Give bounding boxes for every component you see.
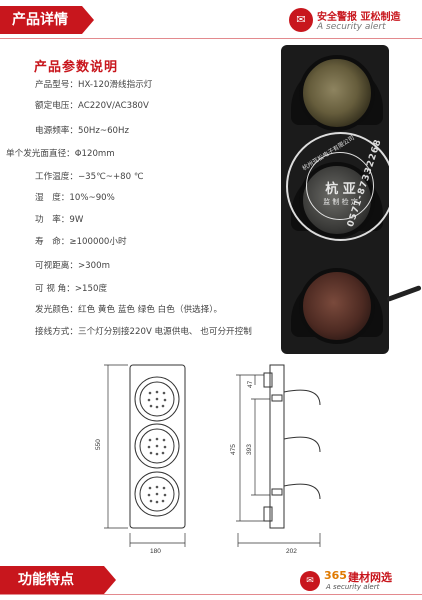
spec-key: 功 率： bbox=[35, 215, 70, 225]
spec-key: 发光颜色： bbox=[35, 305, 78, 315]
yellow-lens bbox=[299, 55, 375, 131]
front-panel bbox=[129, 364, 186, 529]
dim-height-total: 550 bbox=[95, 439, 102, 450]
seal-inner-ring bbox=[306, 152, 374, 220]
mount-bracket bbox=[263, 372, 273, 388]
spec-row: 发光颜色：红色 黄色 蓝色 绿色 白色（供选择）。 bbox=[35, 303, 222, 315]
brand-logo-block: ✉ 安全警报 亚松制造 A security alert bbox=[289, 6, 414, 36]
spec-key: 工作温度： bbox=[35, 172, 78, 182]
side-view bbox=[263, 364, 321, 529]
spec-row: 电源频率：50Hz~60Hz bbox=[35, 124, 129, 136]
section-title: 产品参数说明 bbox=[34, 60, 119, 75]
spec-value: AC220V/AC380V bbox=[77, 101, 149, 111]
shield-icon: ✉ bbox=[300, 571, 320, 591]
seal-sub: 监 制 检 定 bbox=[323, 198, 358, 206]
spec-row: 湿 度：10%~90% bbox=[35, 191, 115, 203]
spec-key: 电源频率： bbox=[35, 126, 78, 136]
power-cable bbox=[386, 284, 422, 303]
spec-value: 9W bbox=[69, 215, 84, 225]
front-view bbox=[129, 364, 186, 529]
spec-row: 产品型号：HX-120滑线指示灯 bbox=[35, 78, 152, 90]
red-lens bbox=[299, 268, 375, 344]
spec-key: 单个发光面直径： bbox=[6, 149, 75, 159]
footer-tab: 功能特点 bbox=[0, 566, 116, 594]
dim-offset-top: 47 bbox=[247, 380, 254, 388]
header-tab: 产品详情 bbox=[0, 6, 94, 34]
spec-value: ≥100000小时 bbox=[69, 237, 127, 247]
spec-row: 工作温度：−35℃~+80 ℃ bbox=[35, 170, 144, 182]
spec-value: >300m bbox=[77, 261, 110, 271]
dot-pattern bbox=[147, 390, 167, 504]
spec-key: 接线方式： bbox=[35, 327, 78, 337]
front-dimensions bbox=[104, 364, 186, 547]
visor-top bbox=[283, 389, 321, 406]
spec-row: 寿 命：≥100000小时 bbox=[35, 235, 127, 247]
spec-value: Φ120mm bbox=[74, 149, 115, 159]
dim-width-front: 180 bbox=[150, 548, 161, 555]
spec-value: HX-120滑线指示灯 bbox=[77, 80, 153, 90]
spec-key: 湿 度： bbox=[35, 193, 70, 203]
shield-icon: ✉ bbox=[289, 8, 313, 32]
spec-key: 寿 命： bbox=[35, 237, 70, 247]
brand-name: 安全警报 亚松制造 bbox=[317, 12, 401, 23]
spec-row: 可视距离：>300m bbox=[35, 259, 110, 271]
spec-row: 可 视 角：>150度 bbox=[35, 282, 107, 294]
spec-row: 单个发光面直径：Φ120mm bbox=[6, 147, 115, 159]
footer-brand-block: ✉ 365 建材网选 A security alert bbox=[300, 569, 422, 595]
footer-brand-site: 建材网选 bbox=[348, 571, 392, 584]
footer-divider bbox=[0, 594, 422, 595]
lamp-circle-top bbox=[134, 376, 180, 422]
spec-key: 可视距离： bbox=[35, 261, 78, 271]
spec-value: −35℃~+80 ℃ bbox=[77, 172, 144, 182]
spec-value: 50Hz~60Hz bbox=[77, 126, 130, 136]
spec-key: 产品型号： bbox=[35, 80, 78, 90]
spec-key: 可 视 角： bbox=[35, 284, 75, 294]
spec-row: 额定电压：AC220V/AC380V bbox=[35, 99, 149, 111]
dim-height-side: 475 bbox=[230, 444, 237, 455]
spec-row: 接线方式：三个灯分别接220V 电源供电、 也可分开控制 bbox=[35, 325, 252, 337]
visor-middle bbox=[283, 436, 321, 453]
seal-name: 杭 亚 bbox=[325, 182, 356, 197]
header-bar: 产品详情 ✉ 安全警报 亚松制造 A security alert bbox=[0, 0, 422, 40]
spec-row: 功 率：9W bbox=[35, 213, 83, 225]
spec-key: 额定电压： bbox=[35, 101, 78, 111]
footer-brand-slogan: A security alert bbox=[326, 583, 380, 591]
technical-drawing: 550 180 475 393 47 202 bbox=[95, 364, 321, 555]
dim-depth-side: 202 bbox=[286, 548, 297, 555]
side-panel bbox=[269, 364, 285, 529]
watermark-seal: 杭州亚松电子有限公司 杭 亚 监 制 检 定 0571-87332268 bbox=[286, 132, 395, 241]
lamp-circle-bottom bbox=[134, 471, 180, 517]
brand-slogan: A security alert bbox=[317, 22, 386, 32]
dim-height-mount: 393 bbox=[246, 444, 253, 455]
footer-brand-number: 365 bbox=[324, 569, 347, 582]
spec-value: >150度 bbox=[74, 284, 108, 294]
side-dimensions bbox=[236, 374, 321, 547]
lamp-circle-middle bbox=[134, 423, 180, 469]
visor-bottom bbox=[283, 483, 321, 500]
header-divider bbox=[0, 38, 422, 39]
spec-value: 10%~90% bbox=[69, 193, 115, 203]
spec-value: 红色 黄色 蓝色 绿色 白色（供选择）。 bbox=[77, 305, 223, 315]
spec-value: 三个灯分别接220V 电源供电、 也可分开控制 bbox=[77, 327, 252, 337]
